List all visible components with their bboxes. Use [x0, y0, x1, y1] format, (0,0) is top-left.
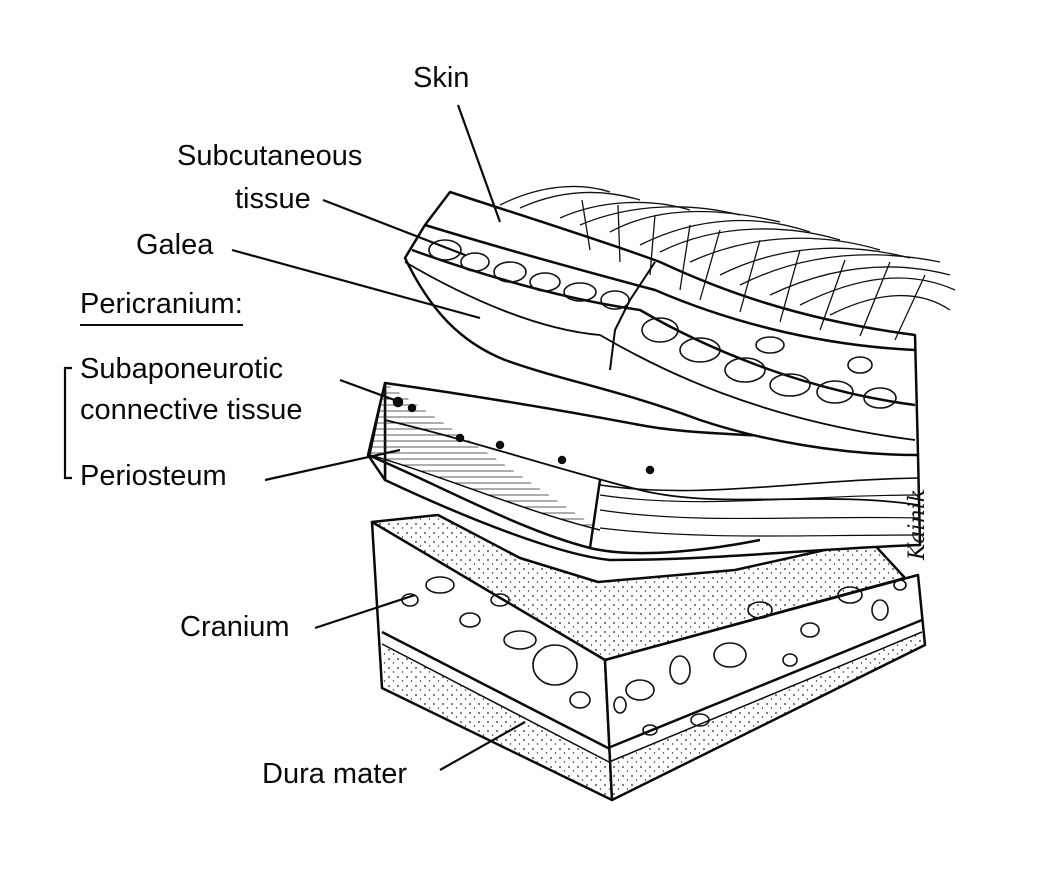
- label-subcutaneous-line1: Subcutaneous: [177, 140, 363, 172]
- label-cranium: Cranium: [180, 611, 290, 643]
- subaponeurotic-leader: [339, 378, 401, 404]
- label-subaponeurotic-line2: connective tissue: [80, 394, 303, 426]
- label-periosteum: Periosteum: [80, 460, 227, 492]
- pericranium-layer: [366, 381, 922, 562]
- galea-leader: [231, 248, 481, 320]
- subcutaneous-leader: [322, 198, 466, 257]
- hair-strands: [499, 185, 956, 341]
- artist-signature: Kainik: [905, 488, 930, 560]
- label-subcutaneous-line2: tissue: [235, 183, 311, 215]
- scalp-flap: [403, 190, 920, 457]
- label-subaponeurotic-line1: Subaponeurotic: [80, 353, 284, 385]
- leader-lines: [231, 104, 526, 771]
- label-pericranium: Pericranium:: [80, 290, 243, 326]
- label-galea: Galea: [136, 229, 214, 261]
- subcutaneous-lobules: [428, 239, 897, 409]
- skin-leader: [456, 104, 502, 223]
- label-dura-mater: Dura mater: [262, 758, 408, 790]
- cranium-leader: [314, 593, 416, 630]
- label-skin: Skin: [413, 62, 470, 94]
- dura-mater-leader: [439, 721, 526, 771]
- pericranium-bracket: [63, 366, 72, 480]
- cranium-texture: [401, 576, 907, 736]
- periosteum-leader: [264, 448, 401, 482]
